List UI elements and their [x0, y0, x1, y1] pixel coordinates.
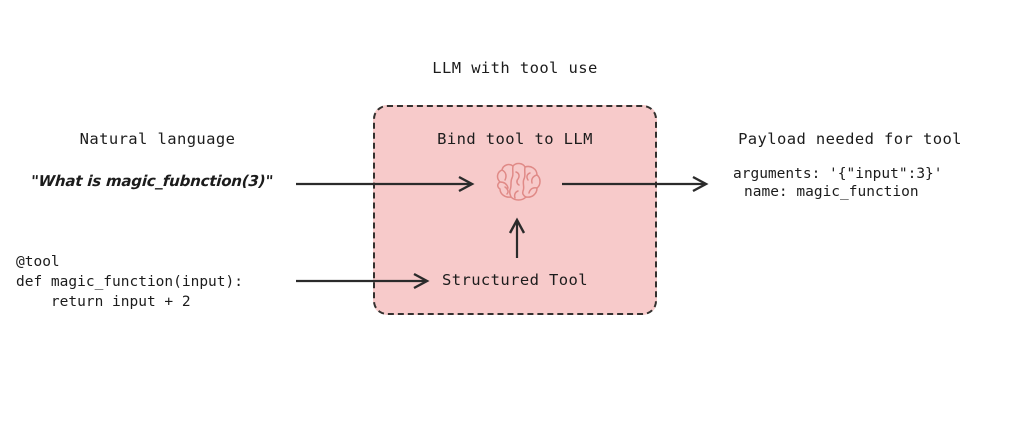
natural-language-quote: "What is magic_fubnction(3)" [30, 172, 274, 190]
brain-icon [492, 160, 544, 208]
natural-language-heading: Natural language [79, 130, 236, 148]
structured-tool-label: Structured Tool [442, 271, 588, 289]
payload-heading: Payload needed for tool [738, 130, 962, 148]
payload-name-line: name: magic_function [744, 184, 919, 200]
tool-definition-code: @tool def magic_function(input): return … [16, 254, 243, 310]
diagram-title: LLM with tool use [432, 59, 598, 77]
payload-arguments-line: arguments: '{"input":3}' [733, 166, 943, 182]
panel-heading: Bind tool to LLM [437, 130, 593, 148]
